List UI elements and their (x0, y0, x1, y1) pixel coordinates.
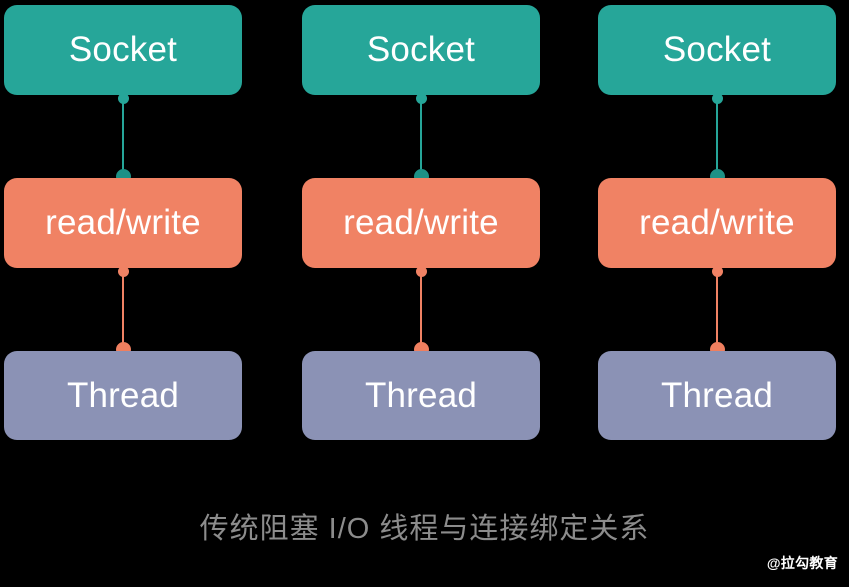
node-socket-2[interactable]: Socket (302, 5, 540, 95)
connector-line (122, 268, 124, 354)
connector-line (122, 95, 124, 180)
connector-socket-to-readwrite-3 (709, 93, 725, 184)
node-thread-1[interactable]: Thread (4, 351, 242, 440)
connector-line (420, 268, 422, 354)
connection-column-3: Socket read/write Thread (598, 0, 836, 450)
connector-dot-top (711, 266, 723, 277)
connector-socket-to-readwrite-2 (413, 93, 429, 184)
node-read-write-2[interactable]: read/write (302, 178, 540, 268)
node-thread-3[interactable]: Thread (598, 351, 836, 440)
connector-line (716, 268, 718, 354)
connector-dot-top (117, 93, 129, 104)
connection-column-1: Socket read/write Thread (4, 0, 242, 450)
connector-dot-top (415, 266, 427, 277)
watermark: @拉勾教育 (766, 555, 838, 571)
diagram-caption: 传统阻塞 I/O 线程与连接绑定关系 (199, 513, 650, 545)
connector-readwrite-to-thread-2 (413, 266, 429, 357)
node-read-write-1[interactable]: read/write (4, 178, 242, 268)
node-thread-2[interactable]: Thread (302, 351, 540, 440)
connector-dot-top (711, 93, 723, 104)
node-socket-1[interactable]: Socket (4, 5, 242, 95)
node-socket-3[interactable]: Socket (598, 5, 836, 95)
connector-dot-top (415, 93, 427, 104)
node-read-write-3[interactable]: read/write (598, 178, 836, 268)
connection-column-2: Socket read/write Thread (302, 0, 540, 450)
connector-readwrite-to-thread-3 (709, 266, 725, 357)
connector-dot-top (117, 266, 129, 277)
connector-socket-to-readwrite-1 (115, 93, 131, 184)
connector-line (716, 95, 718, 180)
connector-readwrite-to-thread-1 (115, 266, 131, 357)
connector-line (420, 95, 422, 180)
